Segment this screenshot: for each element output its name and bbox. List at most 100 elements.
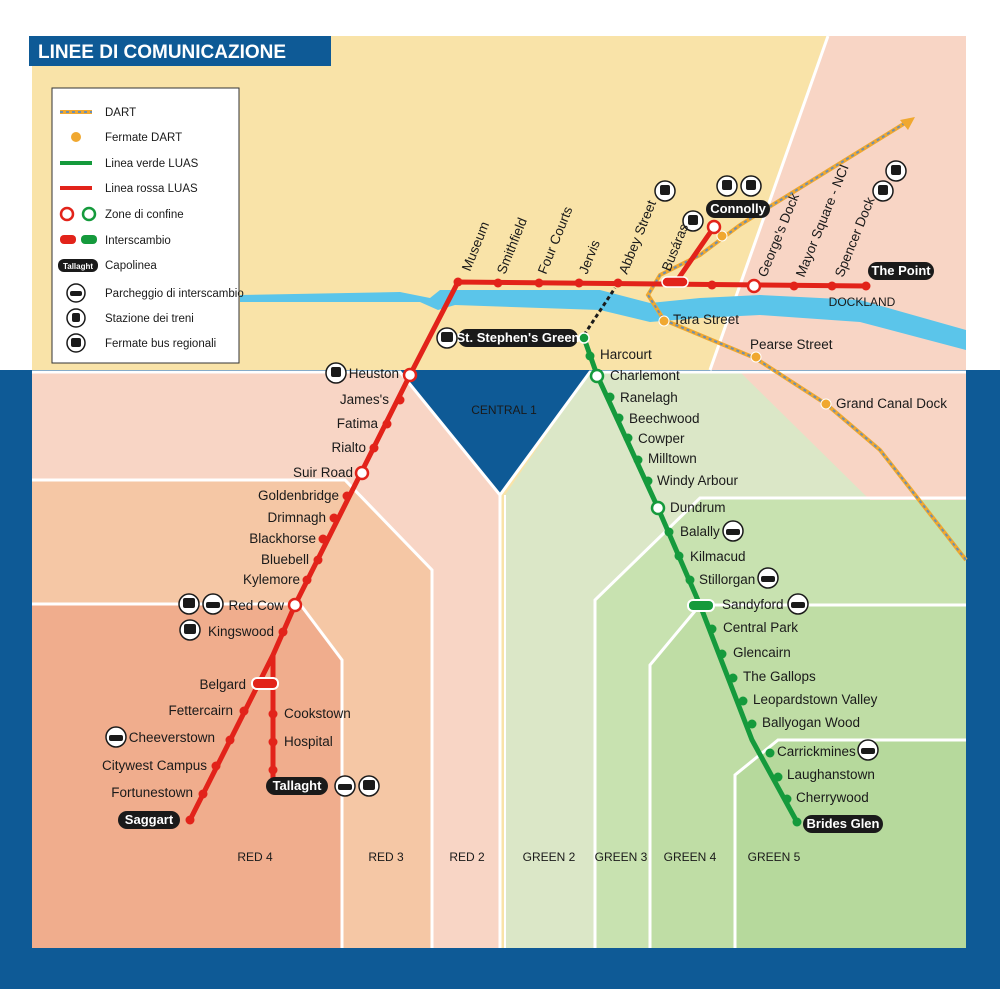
legend-red-line: Linea rossa LUAS <box>105 183 198 195</box>
station-drimnagh: Drimnagh <box>267 510 326 525</box>
station-cherrywood: Cherrywood <box>796 790 869 805</box>
station-fatima: Fatima <box>337 416 379 431</box>
station-kilmacud: Kilmacud <box>690 549 746 564</box>
station-cookstown: Cookstown <box>284 706 351 721</box>
car-icon <box>66 283 86 303</box>
car-icon <box>757 567 779 589</box>
zone-label-green5: GREEN 5 <box>748 850 801 864</box>
zone-green-5 <box>735 740 966 948</box>
station-james: James's <box>340 392 389 407</box>
bus-icon <box>178 593 200 615</box>
station-heuston: Heuston <box>349 366 399 381</box>
terminus-labels: Connolly The Point St. Stephen's Green B… <box>118 200 934 833</box>
zone-label-central1: CENTRAL 1 <box>471 403 537 417</box>
station-leopardstown-valley: Leopardstown Valley <box>753 692 878 707</box>
legend-regional-bus: Fermate bus regionali <box>105 338 216 350</box>
legend-terminus: Capolinea <box>105 260 157 272</box>
legend-terminus-sample: Tallaght <box>63 262 93 271</box>
zone-red-4 <box>32 604 342 948</box>
station-windy-arbour: Windy Arbour <box>657 473 739 488</box>
train-icon <box>682 210 704 232</box>
zone-label-red4: RED 4 <box>237 850 273 864</box>
belgard-interchange <box>251 677 279 690</box>
station-glencairn: Glencairn <box>733 645 791 660</box>
train-icon <box>325 362 347 384</box>
legend-dart-stops: Fermate DART <box>105 132 182 144</box>
train-icon <box>885 160 907 182</box>
station-milltown: Milltown <box>648 451 697 466</box>
car-icon <box>722 520 744 542</box>
train-icon <box>716 175 738 197</box>
station-cowper: Cowper <box>638 431 685 446</box>
train-icon <box>654 180 676 202</box>
station-beechwood: Beechwood <box>629 411 700 426</box>
station-goldenbridge: Goldenbridge <box>258 488 339 503</box>
station-hospital: Hospital <box>284 734 333 749</box>
car-icon <box>334 775 356 797</box>
station-the-gallops: The Gallops <box>743 669 816 684</box>
busaras-interchange <box>661 276 689 288</box>
station-stillorgan: Stillorgan <box>699 572 755 587</box>
station-carrickmines: Carrickmines <box>777 744 856 759</box>
station-red-cow: Red Cow <box>228 598 284 613</box>
zone-label-green4: GREEN 4 <box>664 850 717 864</box>
station-grand-canal-dock: Grand Canal Dock <box>836 396 947 411</box>
bus-icon <box>358 775 380 797</box>
service-icons <box>105 160 907 797</box>
station-charlemont: Charlemont <box>610 368 680 383</box>
station-fortunestown: Fortunestown <box>111 785 193 800</box>
zone-dockland-lower <box>740 372 966 500</box>
red-station-labels: Heuston James's Fatima Rialto Suir Road … <box>102 366 399 800</box>
station-bluebell: Bluebell <box>261 552 309 567</box>
map-title: LINEE DI COMUNICAZIONE <box>38 42 286 63</box>
bus-icon <box>436 327 458 349</box>
zone-label-red2: RED 2 <box>449 850 485 864</box>
station-ranelagh: Ranelagh <box>620 390 678 405</box>
zone-label-dockland: DOCKLAND <box>829 295 896 309</box>
station-suir-road: Suir Road <box>293 465 353 480</box>
station-saggart: Saggart <box>125 812 174 827</box>
train-icon <box>66 308 86 328</box>
station-brides-glen: Brides Glen <box>807 816 880 831</box>
walking-link <box>582 287 617 336</box>
station-rialto: Rialto <box>331 440 366 455</box>
station-central-park: Central Park <box>723 620 798 635</box>
train-icon <box>872 180 894 202</box>
station-ballyogan-wood: Ballyogan Wood <box>762 715 860 730</box>
station-pearse-street: Pearse Street <box>750 337 833 352</box>
station-kingswood: Kingswood <box>208 624 274 639</box>
car-icon <box>857 739 879 761</box>
green-station-labels: Harcourt Charlemont Ranelagh Beechwood C… <box>600 347 878 805</box>
station-belgard: Belgard <box>199 677 246 692</box>
car-icon <box>787 593 809 615</box>
station-harcourt: Harcourt <box>600 347 652 362</box>
title-bar <box>29 36 331 66</box>
sandyford-interchange <box>687 599 715 612</box>
zone-label-red3: RED 3 <box>368 850 404 864</box>
car-icon <box>105 726 127 748</box>
station-fettercairn: Fettercairn <box>168 703 233 718</box>
legend-park-ride: Parcheggio di interscambio <box>105 288 244 300</box>
car-icon <box>202 593 224 615</box>
dart-stops <box>658 230 832 410</box>
station-citywest-campus: Citywest Campus <box>102 758 207 773</box>
fare-zones <box>32 35 966 948</box>
station-dundrum: Dundrum <box>670 500 726 515</box>
legend-green-line: Linea verde LUAS <box>105 158 199 170</box>
green-stops <box>585 351 802 827</box>
station-kylemore: Kylemore <box>243 572 300 587</box>
legend: DART Fermate DART Linea verde LUAS Linea… <box>51 87 244 364</box>
station-connolly: Connolly <box>710 201 766 216</box>
border-zone-stops <box>287 219 762 613</box>
red-stops <box>185 277 871 825</box>
zone-label-green2: GREEN 2 <box>523 850 576 864</box>
legend-train-station: Stazione dei treni <box>105 313 194 325</box>
legend-interchange: Interscambio <box>105 235 171 247</box>
bus-icon <box>179 619 201 641</box>
legend-dart: DART <box>105 107 136 119</box>
station-sandyford: Sandyford <box>722 597 784 612</box>
station-tara-street: Tara Street <box>673 312 739 327</box>
station-laughanstown: Laughanstown <box>787 767 875 782</box>
station-cheeverstown: Cheeverstown <box>129 730 215 745</box>
station-the-point: The Point <box>871 263 931 278</box>
